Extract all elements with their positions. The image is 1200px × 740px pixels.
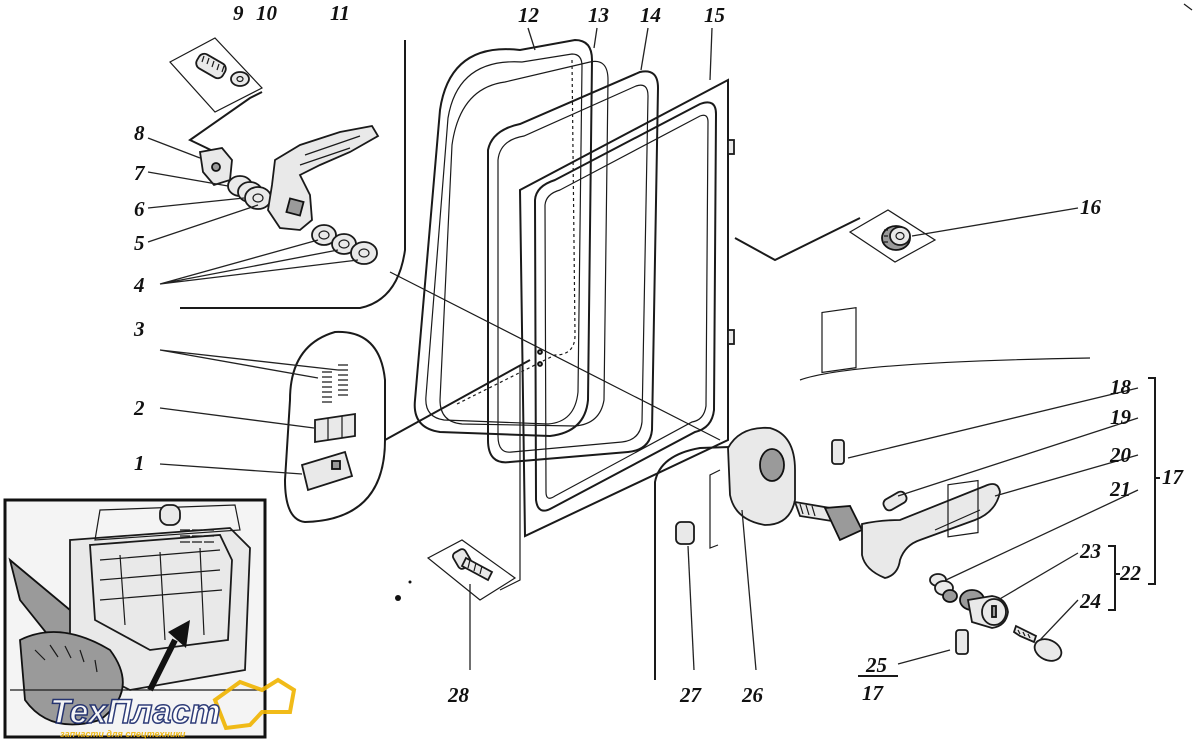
- callout-22: 22: [1119, 561, 1142, 585]
- callout-4: 4: [133, 273, 145, 297]
- callout-15: 15: [704, 3, 725, 27]
- seal-part-12: [413, 38, 594, 438]
- spring-part-21: [929, 573, 958, 603]
- callout-5: 5: [134, 231, 145, 255]
- callout-14: 14: [640, 3, 661, 27]
- watermark-brand: ТехПласт: [50, 693, 221, 731]
- window-frames: [389, 27, 735, 591]
- escutcheon-part-26: [709, 426, 796, 549]
- excavator-icon: [212, 677, 297, 731]
- callout-21: 21: [1109, 477, 1131, 501]
- rubber-frame-part-14: [487, 70, 660, 464]
- corner-mark: [1183, 3, 1193, 11]
- stray-dot: [395, 595, 401, 601]
- callout-12: 12: [518, 3, 540, 27]
- handle-assembly: [469, 307, 1160, 680]
- callout-6: 6: [134, 197, 145, 221]
- washer-part-10: [230, 71, 250, 87]
- block-part-2: [314, 412, 356, 444]
- callout-17-denominator: 17: [862, 681, 885, 705]
- callout-27: 27: [679, 683, 703, 707]
- callout-17: 17: [1162, 465, 1185, 489]
- lever-assembly: [147, 37, 406, 309]
- callout-18: 18: [1110, 375, 1132, 399]
- callout-24: 24: [1079, 589, 1101, 613]
- callout-16: 16: [1080, 195, 1102, 219]
- springs-part-3: [322, 364, 348, 403]
- pin-part-18: [821, 307, 857, 465]
- spring-pin-part-19: [882, 490, 908, 512]
- callout-7: 7: [134, 161, 146, 185]
- callout-8: 8: [134, 121, 145, 145]
- techplast-watermark: ТехПласт запчасти для спецтехники: [49, 677, 297, 739]
- pin-part-27: [675, 521, 695, 545]
- glass-part-13: [439, 60, 609, 427]
- machine-location-inset: [3, 498, 267, 739]
- lever-handle-part-11: [267, 125, 380, 231]
- stray-dot: [408, 580, 412, 584]
- callout-2: 2: [133, 396, 145, 420]
- metal-frame-part-15: [518, 78, 729, 538]
- lock-cylinder-part-23: [959, 589, 1009, 629]
- callout-labels: 9 10 11 12 13 14 15 8 7 6 5 4 3 2 1 16 1…: [133, 1, 1185, 707]
- callout-10: 10: [256, 1, 278, 25]
- latch-assembly: [159, 330, 531, 524]
- key-part-24: [1012, 624, 1063, 662]
- callout-3: 3: [133, 317, 145, 341]
- spring-washers-5-7: [227, 175, 272, 210]
- washers-part-4: [311, 224, 378, 265]
- callout-25: 25: [865, 653, 887, 677]
- callout-13: 13: [588, 3, 609, 27]
- callout-23: 23: [1079, 539, 1101, 563]
- callout-19: 19: [1110, 405, 1132, 429]
- callout-11: 11: [330, 1, 350, 25]
- callout-28: 28: [447, 683, 470, 707]
- pin-part-25: [947, 479, 979, 655]
- screw-part-9: [195, 52, 227, 80]
- callout-1: 1: [134, 451, 145, 475]
- callout-9: 9: [233, 1, 244, 25]
- watermark-tagline: запчасти для спецтехники: [60, 729, 186, 739]
- latch-plate-part-1: [300, 450, 354, 492]
- screw-part-28: [426, 539, 517, 601]
- callout-26: 26: [741, 683, 764, 707]
- bushing-part-16: [734, 207, 1079, 263]
- callout-20: 20: [1109, 443, 1132, 467]
